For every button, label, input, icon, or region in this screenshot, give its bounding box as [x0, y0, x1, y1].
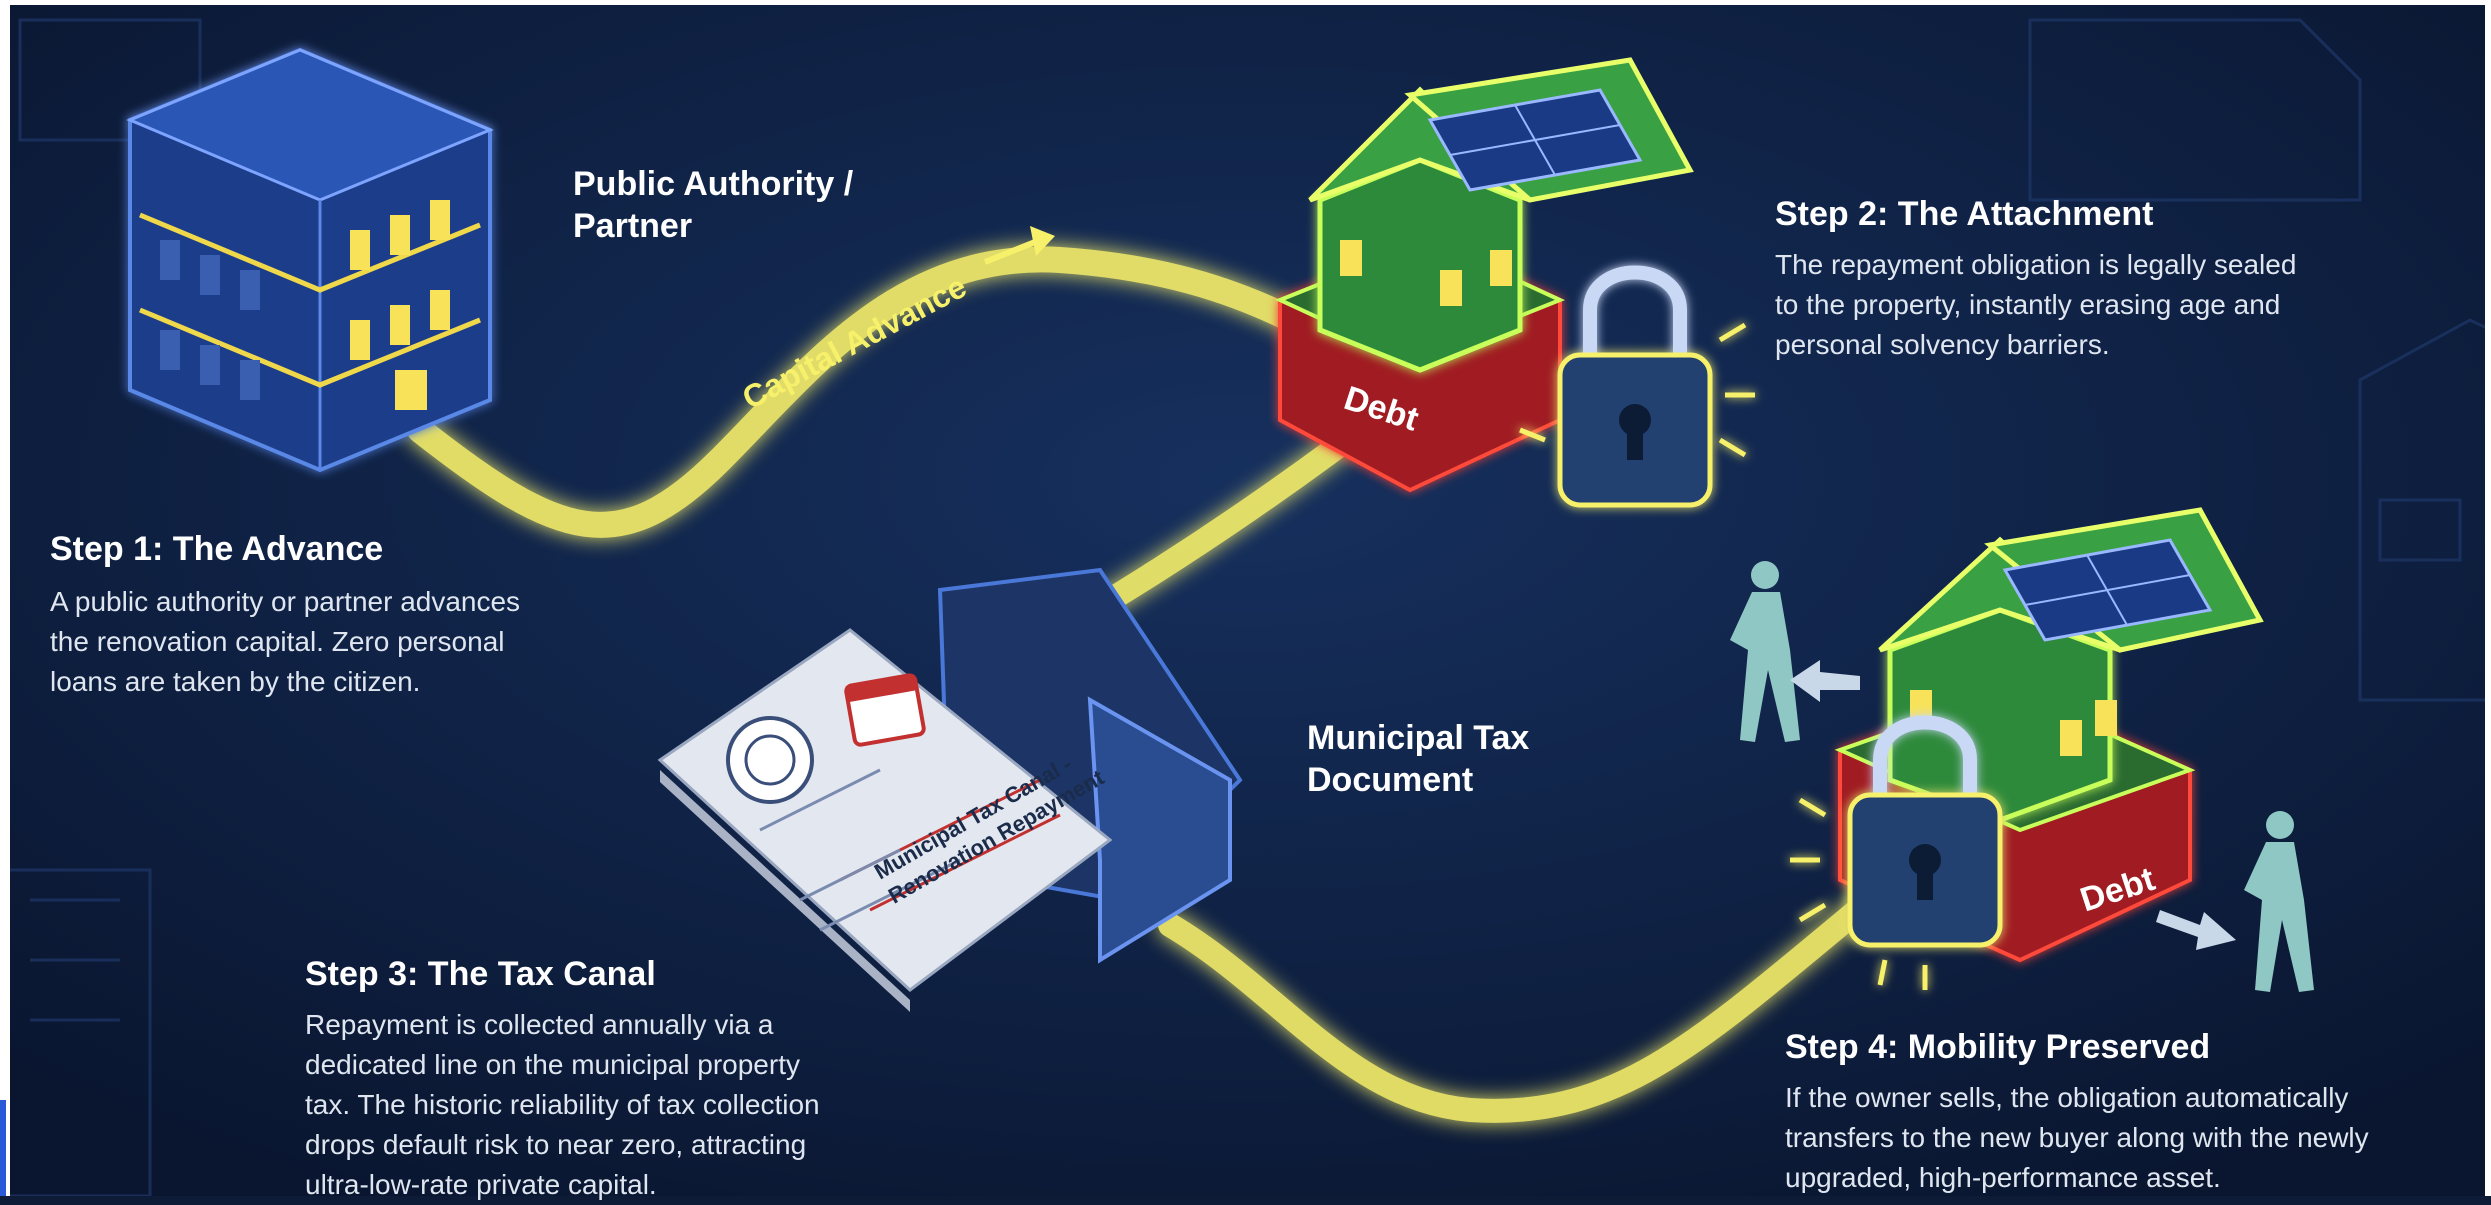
- step2-title: Step 2: The Attachment: [1775, 195, 2154, 233]
- house-icon: Debt: [1274, 57, 1694, 493]
- padlock-icon: [1519, 265, 1755, 508]
- authority-label: Public Authority / Partner: [573, 165, 854, 245]
- step1-text: A public authority or partner advances t…: [50, 586, 521, 697]
- step3-text: Repayment is collected annually via a de…: [305, 1009, 820, 1200]
- frame-top-edge: [0, 0, 2491, 5]
- seal-icon: [726, 716, 814, 804]
- padlock-icon: [1790, 715, 2003, 990]
- arrow-icon: [2156, 910, 2236, 950]
- frame-left-edge: [0, 0, 10, 1196]
- solar-panel-icon: [1427, 88, 1643, 192]
- step4-text: If the owner sells, the obligation autom…: [1785, 1082, 2369, 1193]
- arrow-icon: [1790, 660, 1860, 702]
- tax-document-icon: Municipal Tax Canal - Renovation Repayme…: [657, 567, 1243, 1012]
- government-building-icon: [126, 47, 494, 473]
- step1-title: Step 1: The Advance: [50, 530, 384, 568]
- document-label: Municipal Tax Document: [1307, 719, 1530, 799]
- person-walking-icon: [1730, 561, 1800, 742]
- frame-right-edge: [2485, 0, 2491, 1196]
- capital-advance-arrow-icon: [983, 226, 1055, 265]
- step4-title: Step 4: Mobility Preserved: [1785, 1028, 2211, 1066]
- solar-panel-icon: [2002, 538, 2213, 642]
- person-walking-icon: [2244, 811, 2314, 992]
- step2-text: The repayment obligation is legally seal…: [1775, 249, 2297, 360]
- calendar-icon: [844, 673, 926, 747]
- frame-blue-marker: [0, 1100, 6, 1196]
- step3-title: Step 3: The Tax Canal: [305, 955, 656, 993]
